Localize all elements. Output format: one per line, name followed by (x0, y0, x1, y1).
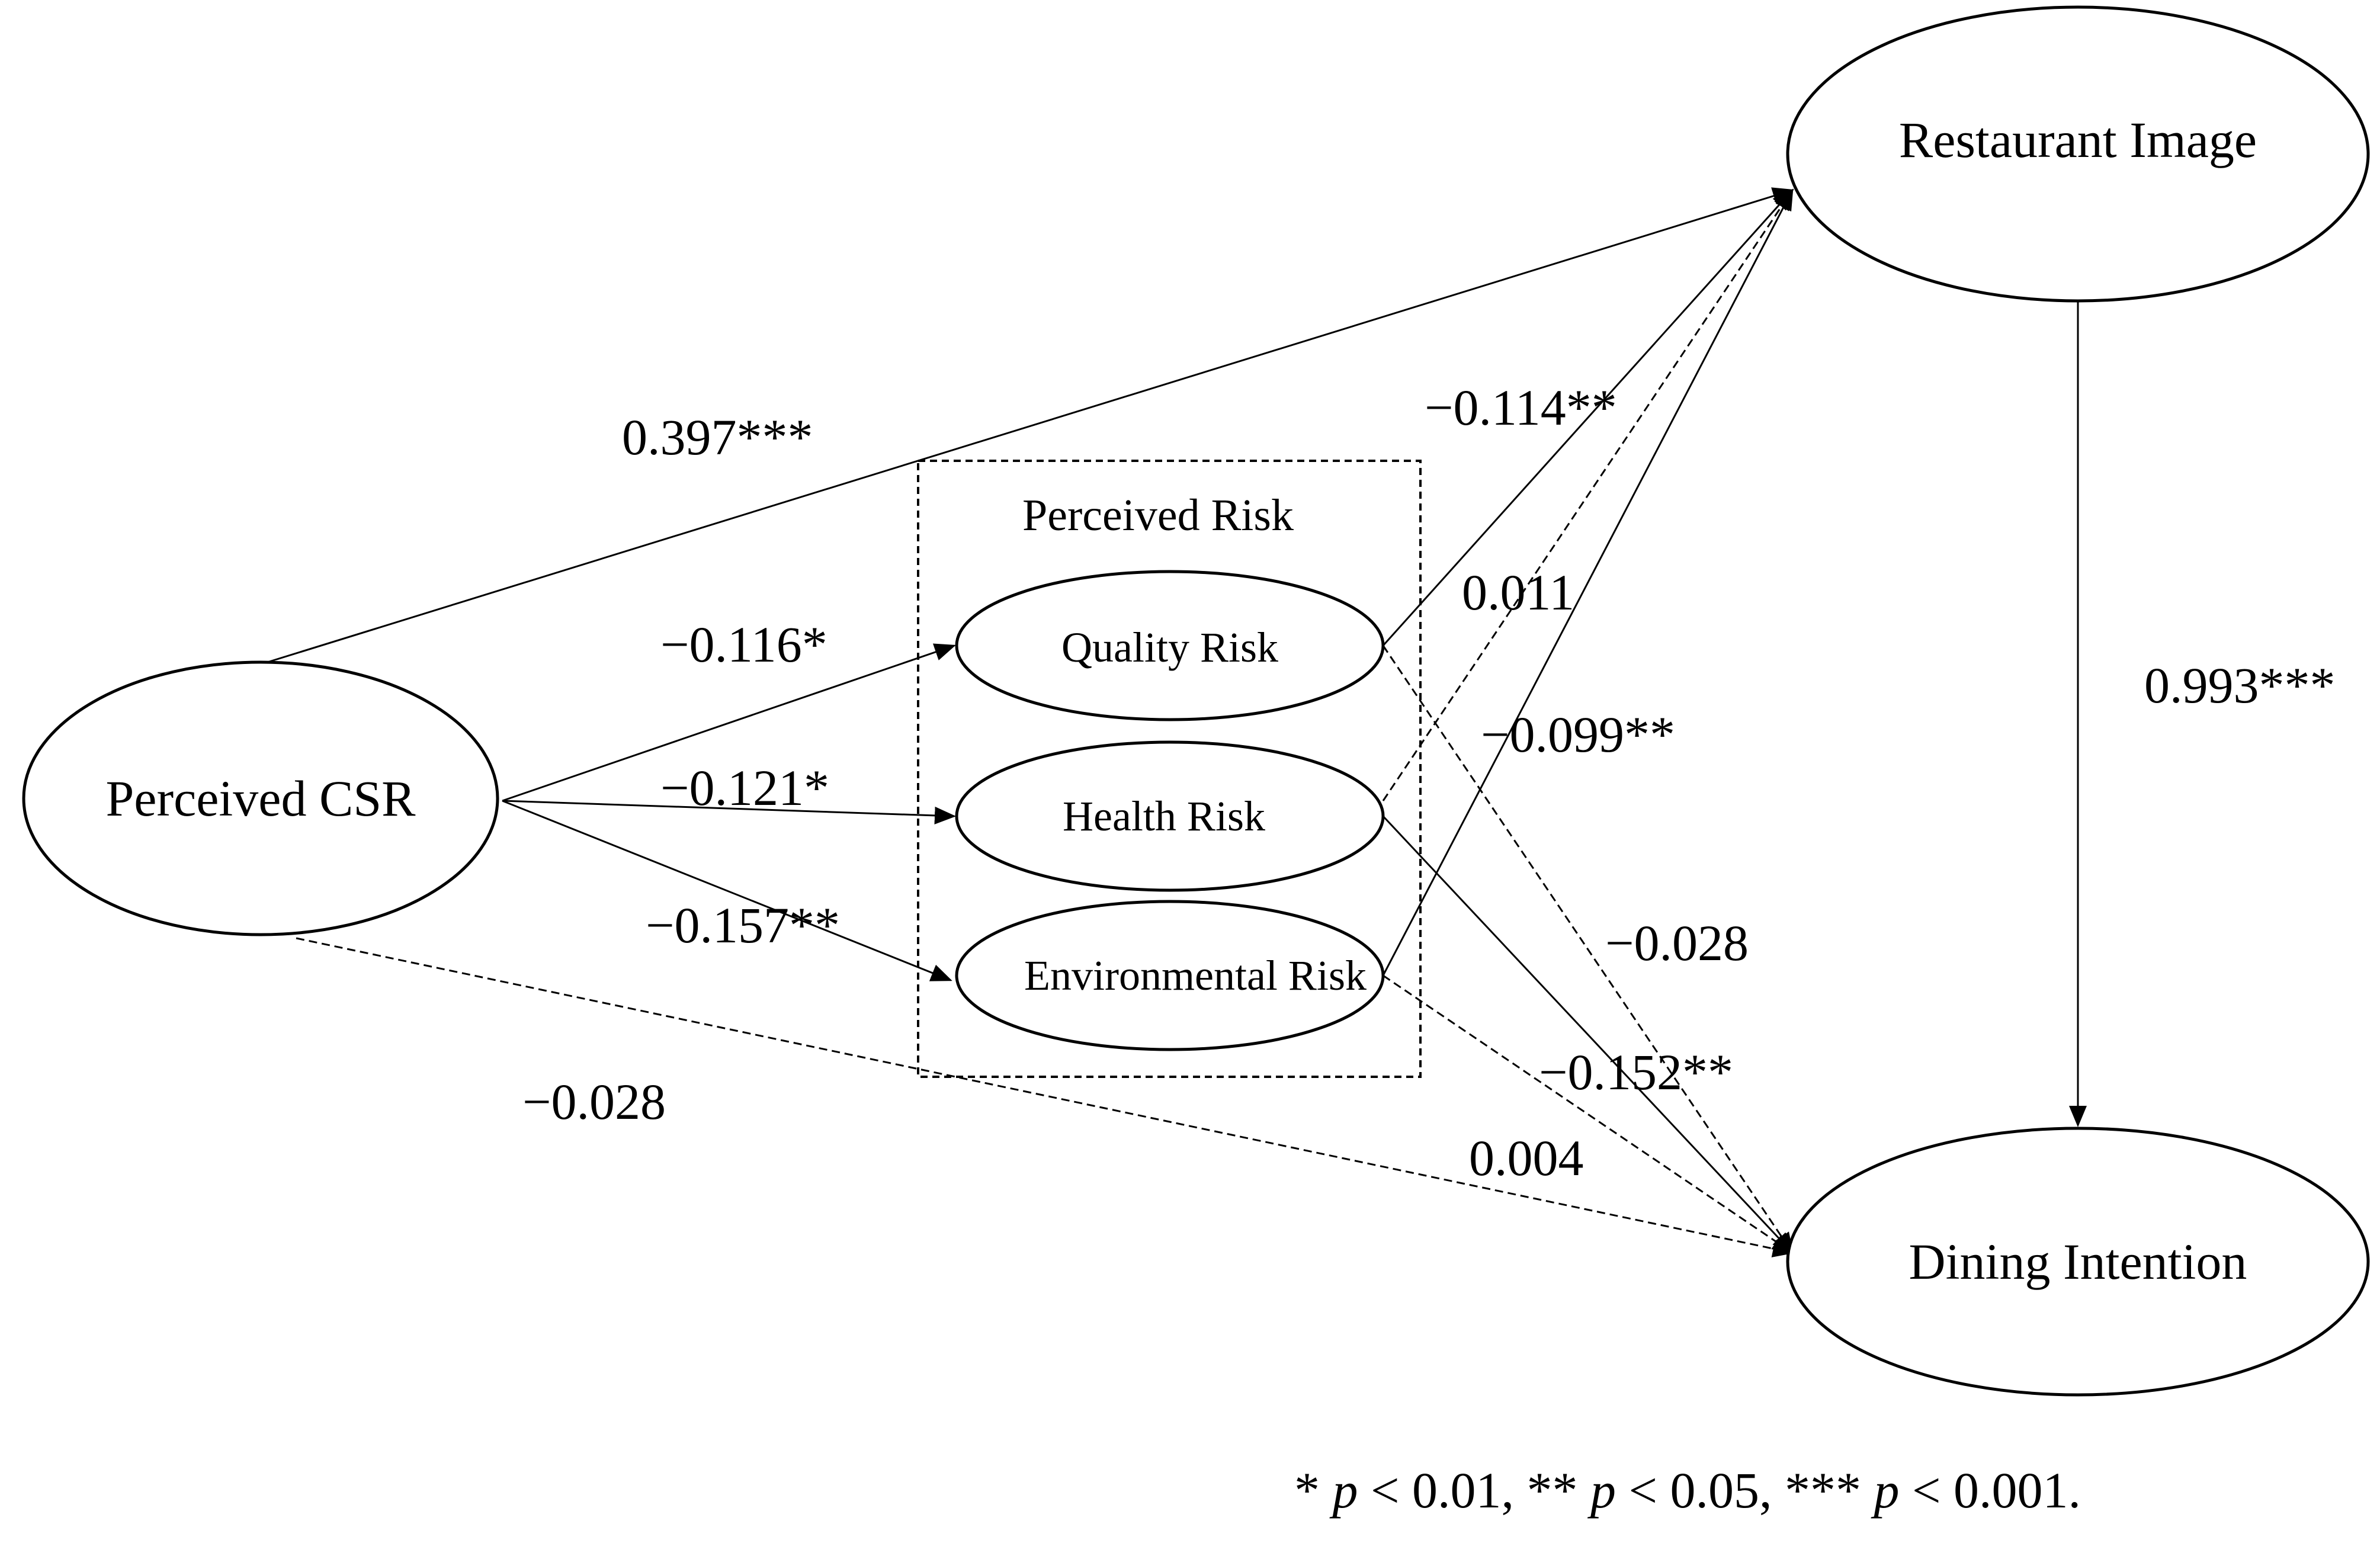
node-quality-risk-label: Quality Risk (1061, 624, 1278, 671)
edge-quality-to-intention (1382, 645, 1794, 1254)
edge-csr-to-intention (296, 937, 1794, 1257)
node-dining-intention (1786, 1127, 2370, 1397)
coef-image-to-intention: 0.993*** (2144, 657, 2336, 714)
significance-footnote: * p < 0.01, ** p < 0.05, *** p < 0.001. (1294, 1462, 2081, 1519)
node-dining-intention-label: Dining Intention (1909, 1233, 2247, 1290)
coef-environmental-to-image: −0.099** (1481, 706, 1675, 763)
edge-csr-to-health (502, 800, 956, 824)
node-quality-risk (955, 570, 1385, 721)
node-restaurant-image-label: Restaurant Image (1899, 111, 2257, 168)
coef-environmental-to-intention: 0.004 (1469, 1130, 1584, 1186)
edge-environmental-to-image (1382, 188, 1794, 976)
edge-health-to-image (1382, 188, 1794, 801)
coef-quality-to-image: −0.114** (1425, 379, 1617, 436)
coef-quality-to-intention: −0.028 (1605, 915, 1749, 971)
coef-csr-to-environmental: −0.157** (646, 897, 840, 954)
node-environmental-risk (955, 900, 1385, 1051)
node-environmental-risk-label: Environmental Risk (1024, 952, 1367, 999)
coef-health-to-intention: −0.152** (1539, 1044, 1733, 1100)
edge-csr-to-image (263, 187, 1794, 665)
node-perceived-csr (22, 660, 499, 936)
node-perceived-csr-label: Perceived CSR (105, 770, 416, 827)
edge-csr-to-environmental (502, 800, 952, 981)
perceived-risk-group-box (917, 460, 1422, 1078)
coef-csr-to-health: −0.121* (660, 759, 829, 816)
coef-csr-to-image: 0.397*** (622, 409, 813, 466)
perceived-risk-group-label: Perceived Risk (1022, 490, 1294, 540)
node-restaurant-image (1786, 5, 2370, 303)
edge-health-to-intention (1382, 815, 1794, 1254)
coef-csr-to-intention: −0.028 (522, 1073, 666, 1130)
coef-csr-to-quality: −0.116* (660, 616, 827, 673)
edge-environmental-to-intention (1383, 974, 1794, 1254)
node-health-risk (955, 740, 1385, 892)
node-health-risk-label: Health Risk (1063, 792, 1265, 840)
edge-csr-to-quality (502, 643, 956, 802)
edge-quality-to-image (1382, 188, 1794, 647)
coef-health-to-image: 0.011 (1462, 564, 1574, 621)
